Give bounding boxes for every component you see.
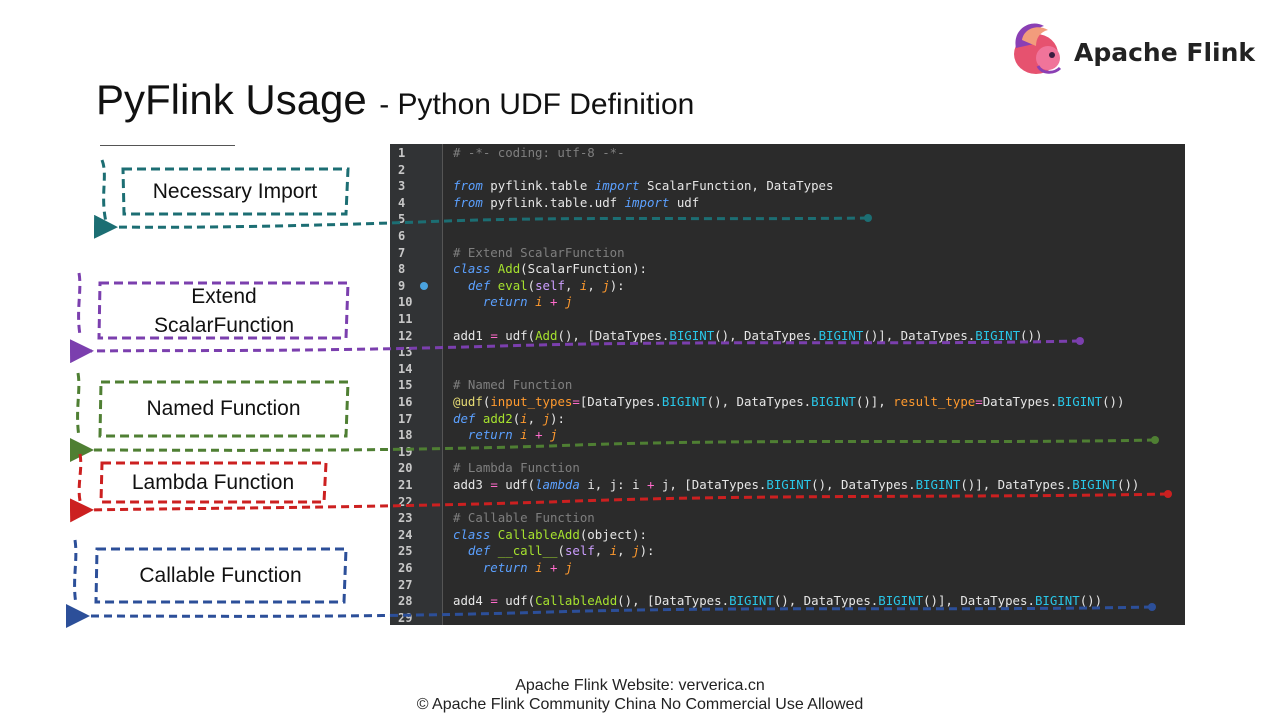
line-number: 28 xyxy=(398,594,413,609)
code-line: 29 xyxy=(390,610,1185,625)
code-line: 2 xyxy=(390,162,1185,179)
line-number: 1 xyxy=(398,146,406,160)
title-main: PyFlink Usage xyxy=(96,76,367,123)
code-line: 25 def __call__(self, i, j): xyxy=(398,543,655,559)
code-line: 13 xyxy=(390,344,1185,361)
line-number: 16 xyxy=(398,395,413,409)
line-number: 7 xyxy=(398,245,406,260)
title-underline xyxy=(100,145,235,146)
label-lambda-function: Lambda Function xyxy=(131,471,295,494)
label-named-function: Named Function xyxy=(146,397,301,420)
code-line: 18 return i + j xyxy=(398,427,558,443)
code-line: 23# Callable Function xyxy=(398,510,595,526)
line-number: 6 xyxy=(398,229,406,243)
line-number: 3 xyxy=(398,179,406,194)
code-line: 10 return i + j xyxy=(398,294,573,310)
line-number: 11 xyxy=(398,312,413,326)
code-line: 16@udf(input_types=[DataTypes.BIGINT(), … xyxy=(398,394,1125,409)
label-necessary-import: Necessary Import xyxy=(152,180,318,203)
line-number: 25 xyxy=(398,544,413,559)
code-line: 11 xyxy=(390,311,1185,328)
code-line: 1# -*- coding: utf-8 -*- xyxy=(398,145,625,160)
slide-title: PyFlink Usage - Python UDF Definition xyxy=(96,76,694,124)
line-number: 14 xyxy=(398,361,413,376)
line-number: 12 xyxy=(398,328,413,343)
line-number: 20 xyxy=(398,461,413,476)
line-number: 18 xyxy=(398,428,413,443)
title-sub: - Python UDF Definition xyxy=(379,88,695,121)
code-line: 5 xyxy=(390,211,1185,228)
line-number: 8 xyxy=(398,262,406,277)
line-number: 5 xyxy=(398,212,406,227)
code-line: 7# Extend ScalarFunction xyxy=(398,244,625,260)
line-number: 19 xyxy=(398,444,413,459)
code-line: 27 xyxy=(390,577,1185,594)
code-line: 15# Named Function xyxy=(398,377,573,393)
footer-copyright: © Apache Flink Community China No Commer… xyxy=(416,696,864,713)
line-number: 24 xyxy=(398,527,413,542)
code-line: 6 xyxy=(390,228,1185,245)
code-line: 22 xyxy=(390,494,1185,511)
line-number: 9 xyxy=(398,278,406,293)
code-line: 19 xyxy=(390,444,1185,461)
code-line: 20# Lambda Function xyxy=(398,460,580,476)
line-number: 21 xyxy=(398,478,413,492)
line-number: 27 xyxy=(398,577,413,592)
line-number: 15 xyxy=(398,378,413,393)
footer-website: Apache Flink Website: ververica.cn xyxy=(515,677,765,694)
line-number: 17 xyxy=(398,411,413,426)
label-extend-scalarfunction: Extend ScalarFunction xyxy=(153,285,295,337)
line-number: 29 xyxy=(398,610,413,625)
line-number: 26 xyxy=(398,561,413,575)
line-number: 10 xyxy=(398,295,413,310)
code-line: 14 xyxy=(390,361,1185,378)
line-number: 13 xyxy=(398,345,413,360)
flink-squirrel-logo-icon xyxy=(1014,23,1062,74)
line-number: 2 xyxy=(398,162,406,177)
code-line: 9 def eval(self, i, j): xyxy=(398,277,625,293)
breakpoint-icon[interactable] xyxy=(420,281,428,290)
line-number: 22 xyxy=(398,494,413,509)
label-callable-function: Callable Function xyxy=(139,564,302,587)
line-number: 23 xyxy=(398,511,413,526)
line-number: 4 xyxy=(398,195,406,210)
brand-name: Apache Flink xyxy=(1074,38,1256,67)
code-line: 26 return i + j xyxy=(398,560,573,575)
